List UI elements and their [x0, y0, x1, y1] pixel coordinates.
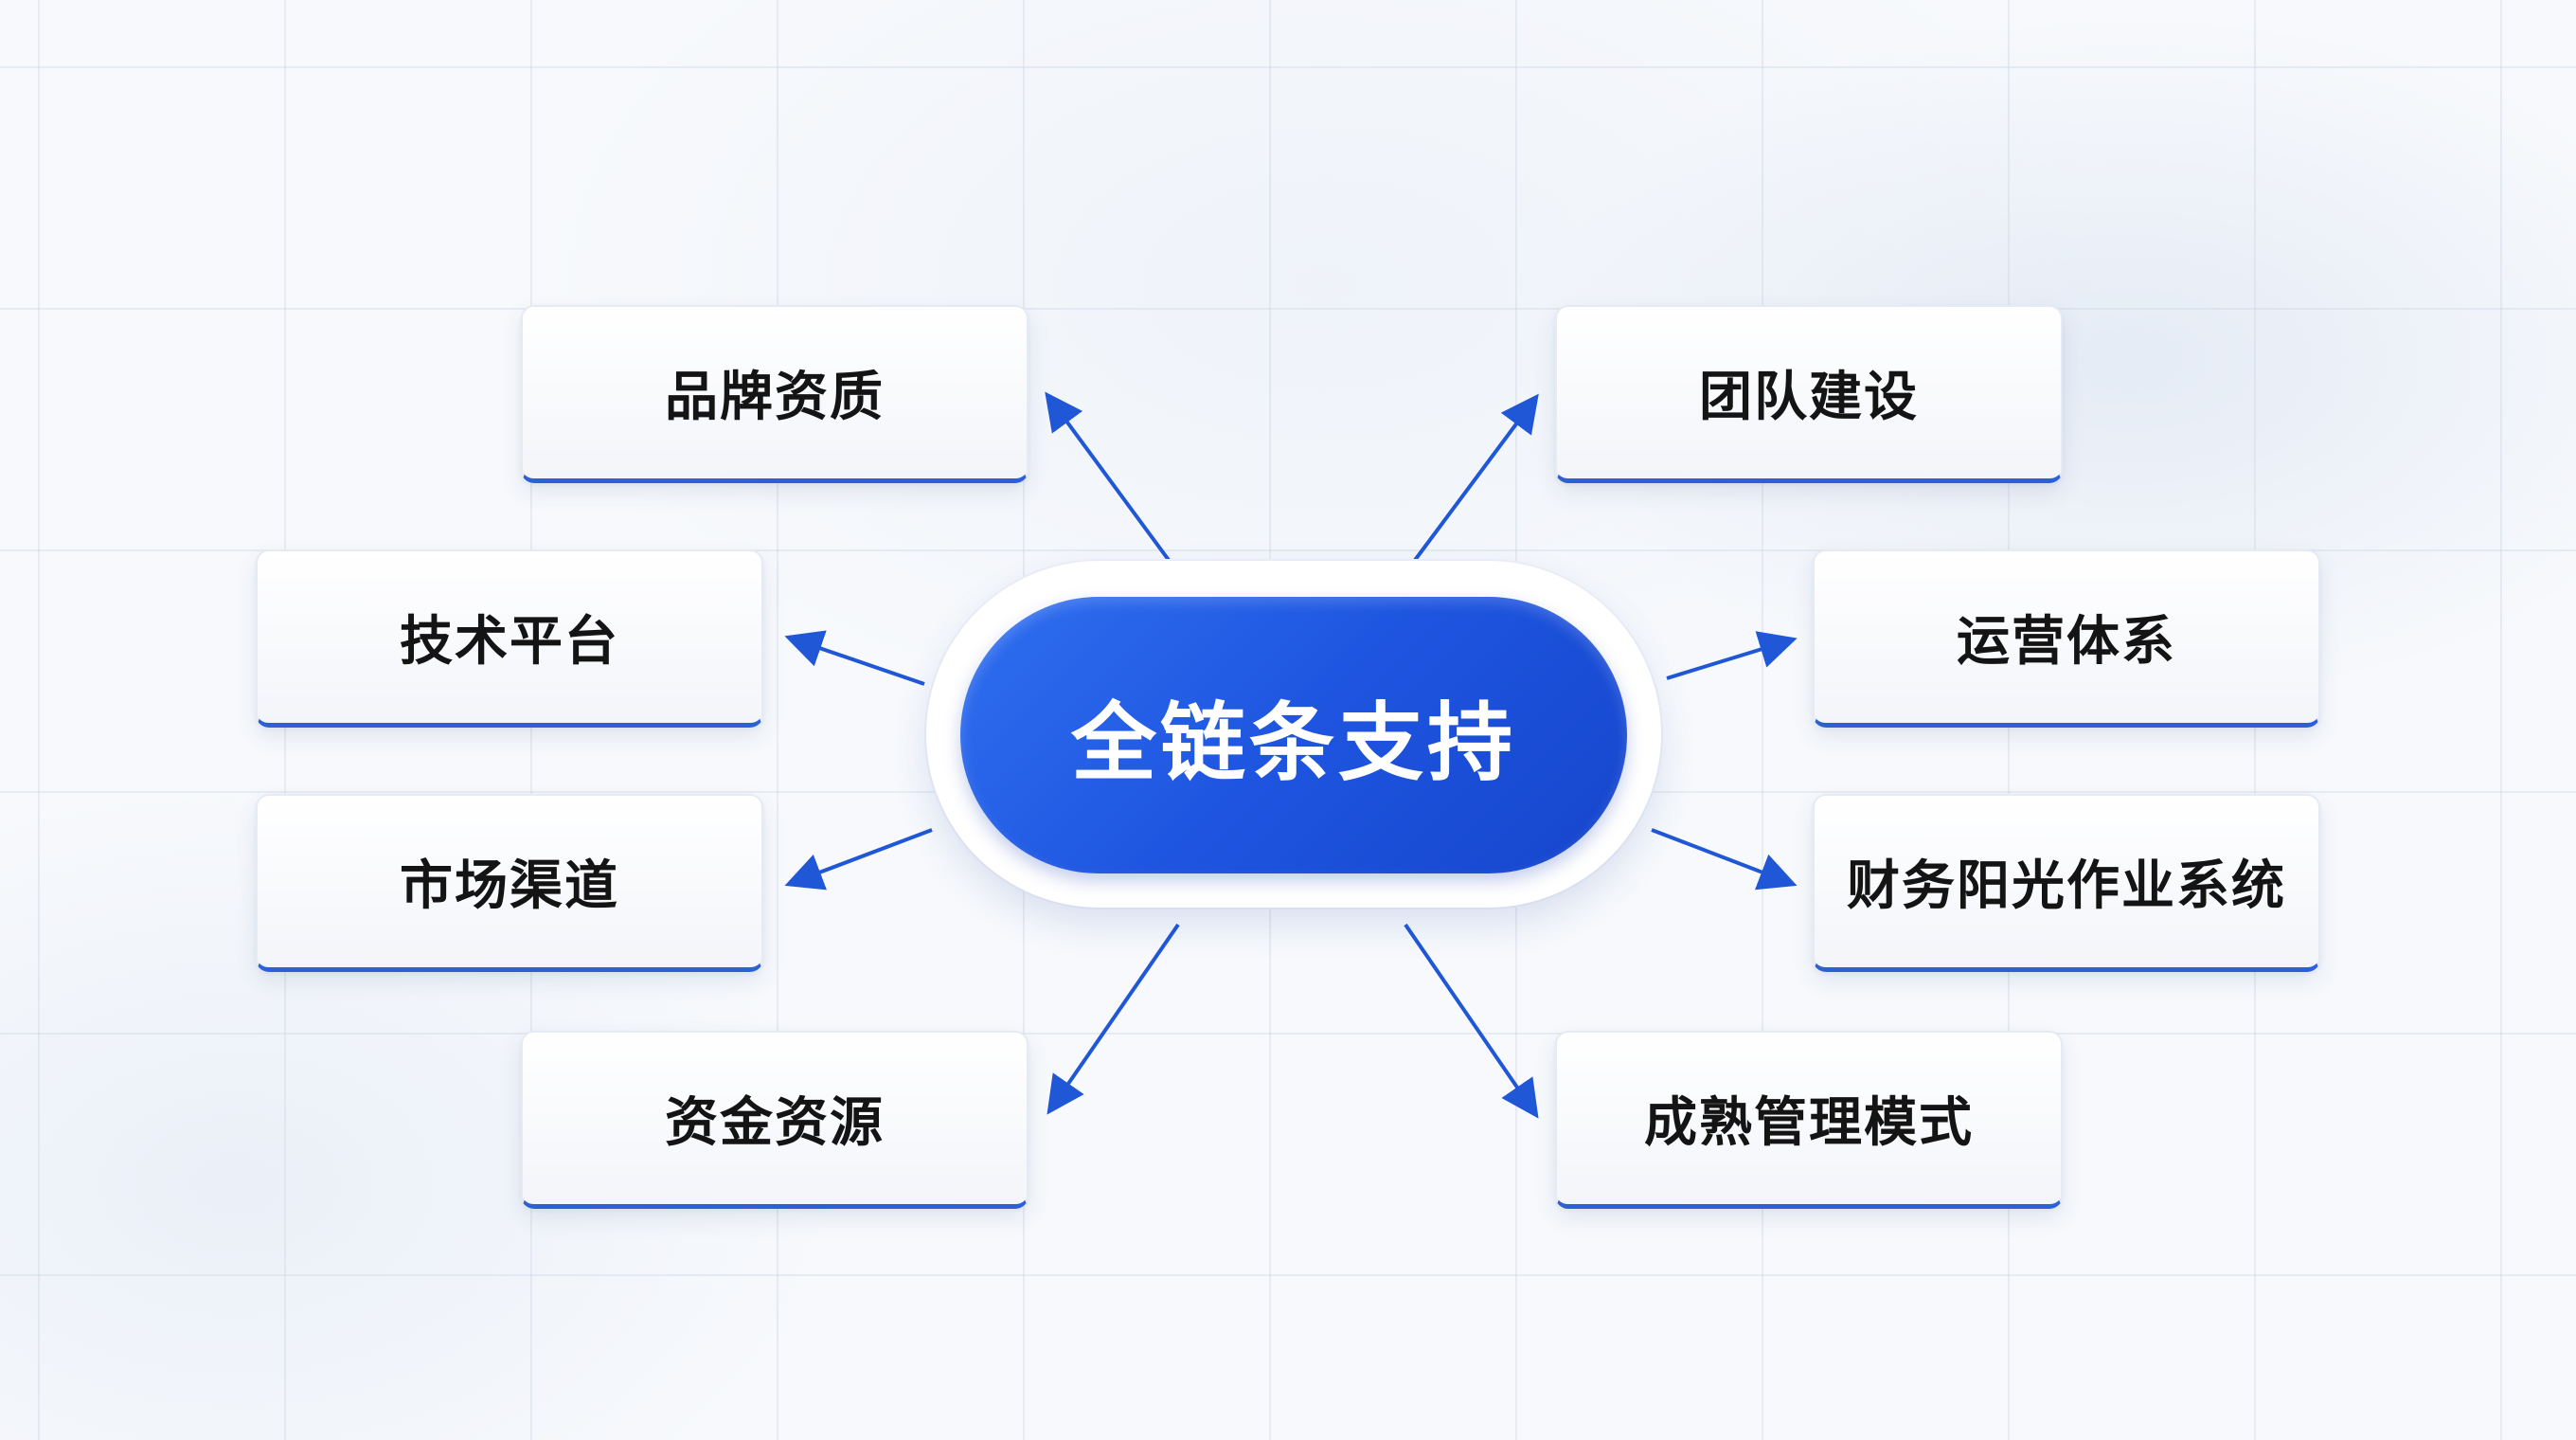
node-label: 团队建设	[1699, 367, 1919, 428]
node-label: 品牌资质	[665, 367, 885, 428]
node-label: 运营体系	[1957, 611, 2176, 673]
node-finance: 财务阳光作业系统	[1813, 794, 2320, 972]
node-label: 财务阳光作业系统	[1847, 855, 2286, 917]
edge-center-tech	[784, 630, 925, 686]
node-market: 市场渠道	[256, 794, 763, 972]
edge-center-mgmt	[1404, 923, 1539, 1119]
node-label: 资金资源	[665, 1092, 885, 1154]
node-label: 技术平台	[400, 611, 619, 673]
node-brand: 品牌资质	[521, 305, 1029, 483]
node-tech: 技术平台	[256, 549, 763, 728]
node-team: 团队建设	[1555, 305, 2063, 483]
center-node: 全链条支持	[960, 597, 1627, 873]
edge-center-finance	[1651, 828, 1798, 891]
node-label: 成熟管理模式	[1644, 1092, 1974, 1154]
edge-center-brand	[1045, 391, 1178, 572]
center-label: 全链条支持	[1071, 693, 1516, 793]
edge-center-ops	[1666, 631, 1798, 680]
node-ops: 运营体系	[1813, 549, 2320, 728]
node-label: 市场渠道	[400, 855, 619, 917]
edge-center-market	[784, 828, 933, 891]
node-capital: 资金资源	[521, 1031, 1029, 1209]
edge-center-capital	[1046, 923, 1180, 1115]
edge-center-team	[1405, 393, 1539, 572]
node-mgmt: 成熟管理模式	[1555, 1031, 2063, 1209]
